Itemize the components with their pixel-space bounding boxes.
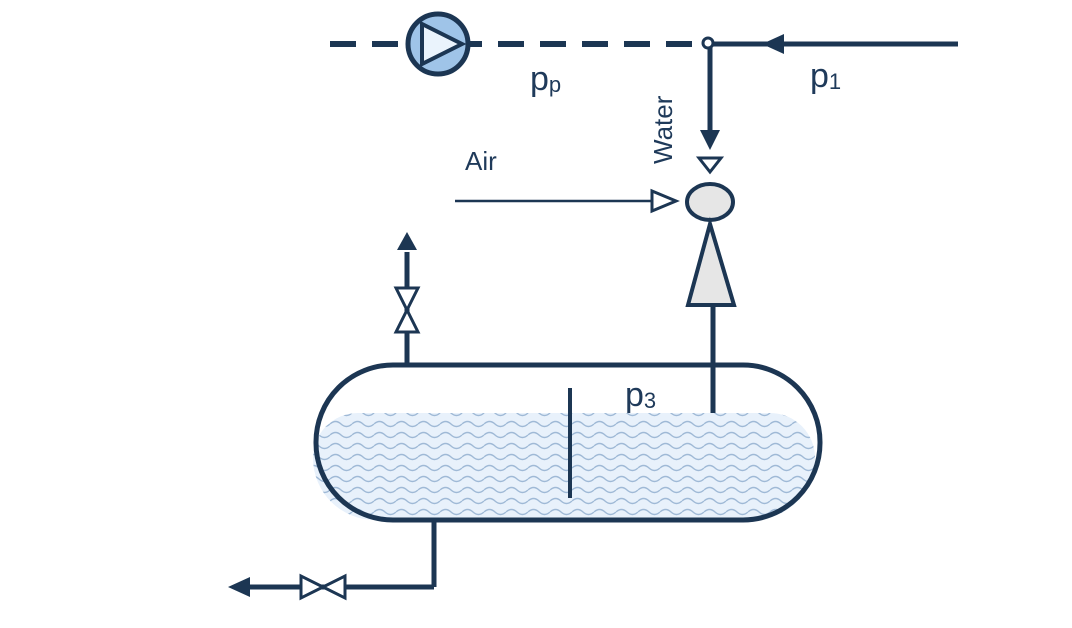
inlet-pressure-label: p1 <box>810 57 841 95</box>
drain-valve-icon <box>299 573 347 601</box>
diffuser-icon <box>685 216 737 307</box>
tank-liquid <box>313 413 815 520</box>
pressure-tank <box>313 362 823 523</box>
pump-icon <box>405 11 471 77</box>
water-label: Water <box>648 95 678 164</box>
air-check-valve-icon <box>650 188 680 214</box>
pump-pressure-label: pp <box>530 60 561 98</box>
vent-valve-icon <box>393 286 421 334</box>
air-label: Air <box>465 146 497 176</box>
drain-flow-arrow <box>228 577 250 597</box>
mixing-chamber-icon <box>685 182 735 222</box>
water-check-valve-icon <box>695 156 725 175</box>
inlet-flow-arrow <box>762 34 784 54</box>
water-flow-arrow <box>700 130 720 150</box>
vent-flow-arrow <box>397 232 417 250</box>
junction-node <box>701 36 715 50</box>
tank-pressure-label: p3 <box>625 376 656 414</box>
